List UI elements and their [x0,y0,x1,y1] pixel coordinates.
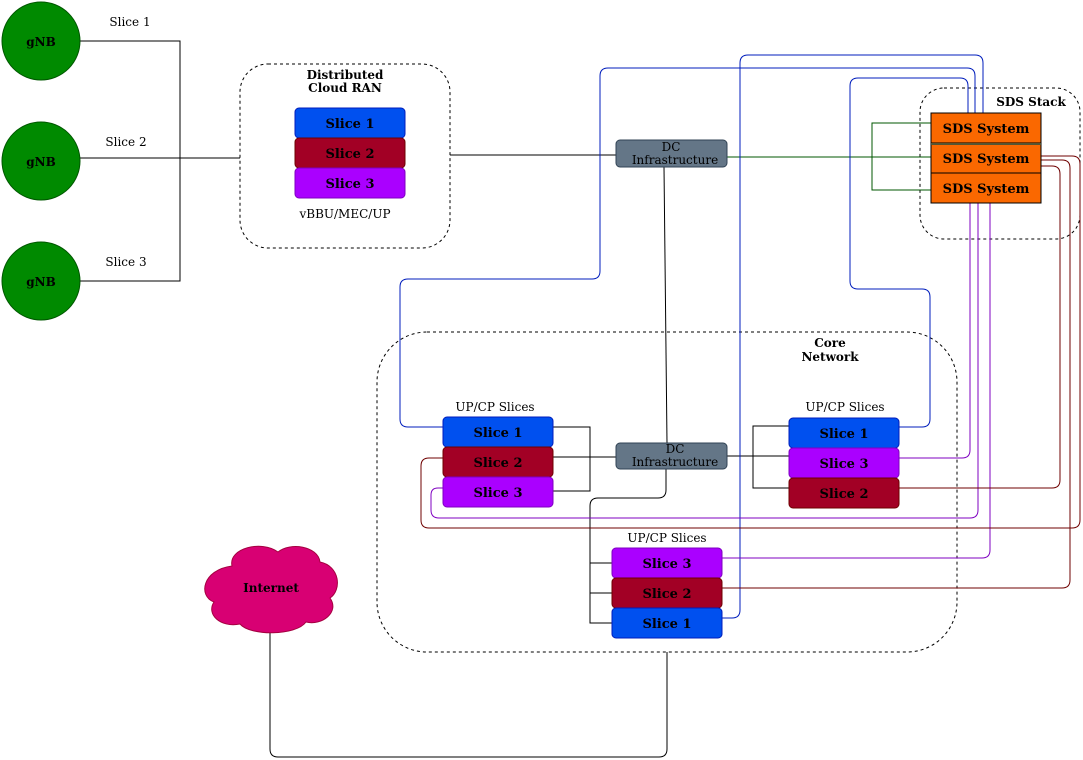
dc-top-to-core-dc-link [663,166,668,444]
sds-system-2[interactable]: SDS System [930,142,1042,174]
core-title-line2: Network [801,350,859,364]
svg-text:Slice 2: Slice 2 [642,587,691,602]
svg-text:SDS System: SDS System [943,152,1030,167]
core-right-slice-2[interactable]: Slice 2 [788,477,900,509]
core-left-slice-2[interactable]: Slice 2 [442,446,554,478]
slice2-links [420,155,1081,589]
svg-text:Slice 3: Slice 3 [325,177,374,192]
gnb-1-slice-label: Slice 1 [109,15,150,29]
core-left-slice-3[interactable]: Slice 3 [442,476,554,508]
ran-container [239,63,451,249]
gnb-2[interactable]: gNB [1,121,81,201]
gnb-2-slice-label: Slice 2 [105,135,146,149]
gnb-3[interactable]: gNB [1,241,81,321]
dc-to-sds-links [727,122,931,191]
internet-link [269,632,668,758]
svg-text:Slice 1: Slice 1 [473,426,522,441]
gnb-3-slice-label: Slice 3 [105,255,146,269]
svg-text:DC: DC [662,140,681,154]
internet-label: Internet [243,581,299,595]
slice3-links [430,203,991,559]
svg-text:Slice 1: Slice 1 [819,427,868,442]
core-network-container [376,331,958,653]
gnb-1-label: gNB [26,35,56,49]
dc-infrastructure-core[interactable]: DC Infrastructure [615,442,728,470]
gnb-2-label: gNB [26,155,56,169]
core-bottom-slice-1[interactable]: Slice 1 [611,607,723,639]
svg-text:Slice 3: Slice 3 [819,457,868,472]
ran-footer: vBBU/MEC/UP [298,207,390,221]
internet-cloud[interactable]: Internet [204,545,338,634]
ran-title-line2: Cloud RAN [308,81,382,95]
core-right-group-title: UP/CP Slices [805,400,884,414]
cloud-icon [204,545,338,634]
core-bottom-group-title: UP/CP Slices [627,531,706,545]
gnb-1[interactable]: gNB [1,1,81,81]
svg-text:Slice 3: Slice 3 [642,557,691,572]
svg-text:Infrastructure: Infrastructure [632,153,718,167]
sds-system-3[interactable]: SDS System [930,172,1042,204]
svg-text:SDS System: SDS System [943,182,1030,197]
svg-text:Slice 2: Slice 2 [473,456,522,471]
slice1-links [399,54,984,619]
svg-text:DC: DC [666,442,685,456]
svg-text:Slice 1: Slice 1 [642,617,691,632]
core-bottom-slice-3[interactable]: Slice 3 [611,547,723,579]
gnb-bus-links [80,40,240,282]
core-left-slice-1[interactable]: Slice 1 [442,416,554,448]
core-left-group-title: UP/CP Slices [455,400,534,414]
sds-system-1[interactable]: SDS System [930,112,1042,144]
ran-slice-2[interactable]: Slice 2 [294,137,406,169]
ran-slice-3[interactable]: Slice 3 [294,167,406,199]
core-bottom-slice-2[interactable]: Slice 2 [611,577,723,609]
core-internal-links [553,425,789,624]
svg-text:Slice 3: Slice 3 [473,486,522,501]
svg-text:Slice 2: Slice 2 [325,147,374,162]
ran-slice-1[interactable]: Slice 1 [294,107,406,139]
svg-text:Infrastructure: Infrastructure [632,455,718,469]
ran-title-line1: Distributed [307,68,384,82]
core-right-slice-1[interactable]: Slice 1 [788,417,900,449]
svg-text:SDS System: SDS System [943,122,1030,137]
svg-text:Slice 2: Slice 2 [819,487,868,502]
core-right-slice-3[interactable]: Slice 3 [788,447,900,479]
gnb-3-label: gNB [26,275,56,289]
sds-stack-title: SDS Stack [996,95,1066,109]
core-title-line1: Core [814,336,846,350]
dc-infrastructure-top[interactable]: DC Infrastructure [615,139,728,168]
svg-text:Slice 1: Slice 1 [325,117,374,132]
